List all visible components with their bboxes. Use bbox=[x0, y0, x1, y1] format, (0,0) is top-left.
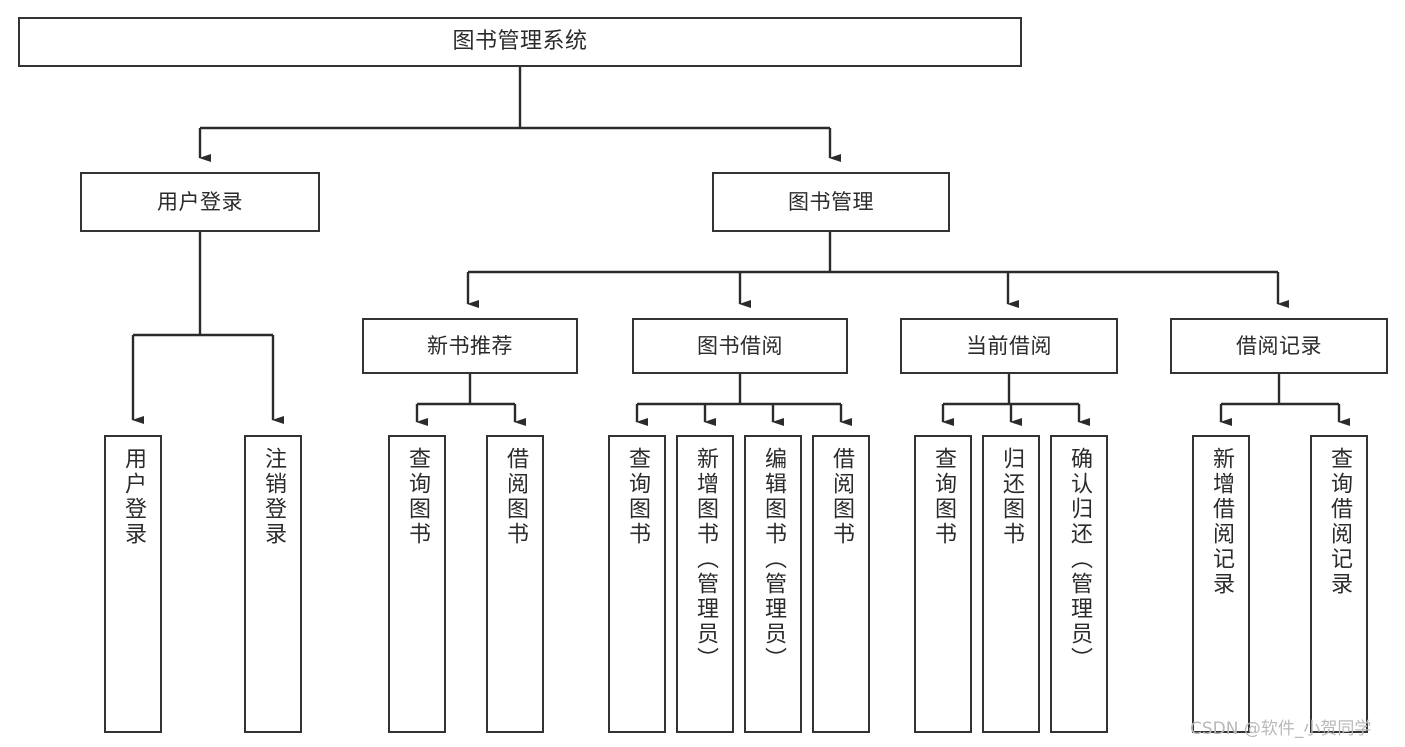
node-leaf-borrow-book-2[interactable]: 借阅图书 bbox=[812, 435, 870, 733]
node-leaf-query-book-3-label: 查询图书 bbox=[931, 447, 956, 547]
node-book-manage-label: 图书管理 bbox=[788, 189, 874, 214]
node-book-borrow-label: 图书借阅 bbox=[697, 333, 783, 358]
node-leaf-query-record[interactable]: 查询借阅记录 bbox=[1310, 435, 1368, 733]
node-leaf-add-record-label: 新增借阅记录 bbox=[1209, 447, 1234, 597]
node-leaf-confirm-return[interactable]: 确认归还（管理员） bbox=[1050, 435, 1108, 733]
node-root-label: 图书管理系统 bbox=[452, 29, 588, 55]
node-leaf-borrow-book-2-label: 借阅图书 bbox=[829, 447, 854, 547]
node-new-book-recommend-label: 新书推荐 bbox=[427, 333, 513, 358]
node-leaf-add-record[interactable]: 新增借阅记录 bbox=[1192, 435, 1250, 733]
node-leaf-user-login-label: 用户登录 bbox=[121, 447, 146, 547]
node-leaf-user-logout-label: 注销登录 bbox=[261, 447, 286, 547]
node-leaf-edit-book-label: 编辑图书（管理员） bbox=[761, 447, 786, 672]
node-user-login[interactable]: 用户登录 bbox=[80, 172, 320, 232]
node-leaf-query-book-1-label: 查询图书 bbox=[405, 447, 430, 547]
node-leaf-return-book-label: 归还图书 bbox=[999, 447, 1024, 547]
node-leaf-query-book-1[interactable]: 查询图书 bbox=[388, 435, 446, 733]
node-leaf-query-record-label: 查询借阅记录 bbox=[1327, 447, 1352, 597]
node-leaf-add-book-label: 新增图书（管理员） bbox=[693, 447, 718, 672]
node-root[interactable]: 图书管理系统 bbox=[18, 17, 1022, 67]
node-current-borrow-label: 当前借阅 bbox=[966, 333, 1052, 358]
node-leaf-query-book-3[interactable]: 查询图书 bbox=[914, 435, 972, 733]
node-leaf-edit-book[interactable]: 编辑图书（管理员） bbox=[744, 435, 802, 733]
node-user-login-label: 用户登录 bbox=[157, 189, 243, 214]
node-leaf-confirm-return-label: 确认归还（管理员） bbox=[1067, 447, 1092, 672]
node-leaf-borrow-book-1-label: 借阅图书 bbox=[503, 447, 528, 547]
node-borrow-record-label: 借阅记录 bbox=[1236, 333, 1322, 358]
node-leaf-user-login[interactable]: 用户登录 bbox=[104, 435, 162, 733]
node-leaf-user-logout[interactable]: 注销登录 bbox=[244, 435, 302, 733]
node-book-manage[interactable]: 图书管理 bbox=[712, 172, 950, 232]
node-new-book-recommend[interactable]: 新书推荐 bbox=[362, 318, 578, 374]
node-leaf-add-book[interactable]: 新增图书（管理员） bbox=[676, 435, 734, 733]
node-leaf-query-book-2[interactable]: 查询图书 bbox=[608, 435, 666, 733]
node-leaf-query-book-2-label: 查询图书 bbox=[625, 447, 650, 547]
csdn-watermark: CSDN @软件_小贺同学 bbox=[1190, 719, 1372, 739]
node-borrow-record[interactable]: 借阅记录 bbox=[1170, 318, 1388, 374]
node-book-borrow[interactable]: 图书借阅 bbox=[632, 318, 848, 374]
node-current-borrow[interactable]: 当前借阅 bbox=[900, 318, 1118, 374]
node-leaf-borrow-book-1[interactable]: 借阅图书 bbox=[486, 435, 544, 733]
node-leaf-return-book[interactable]: 归还图书 bbox=[982, 435, 1040, 733]
